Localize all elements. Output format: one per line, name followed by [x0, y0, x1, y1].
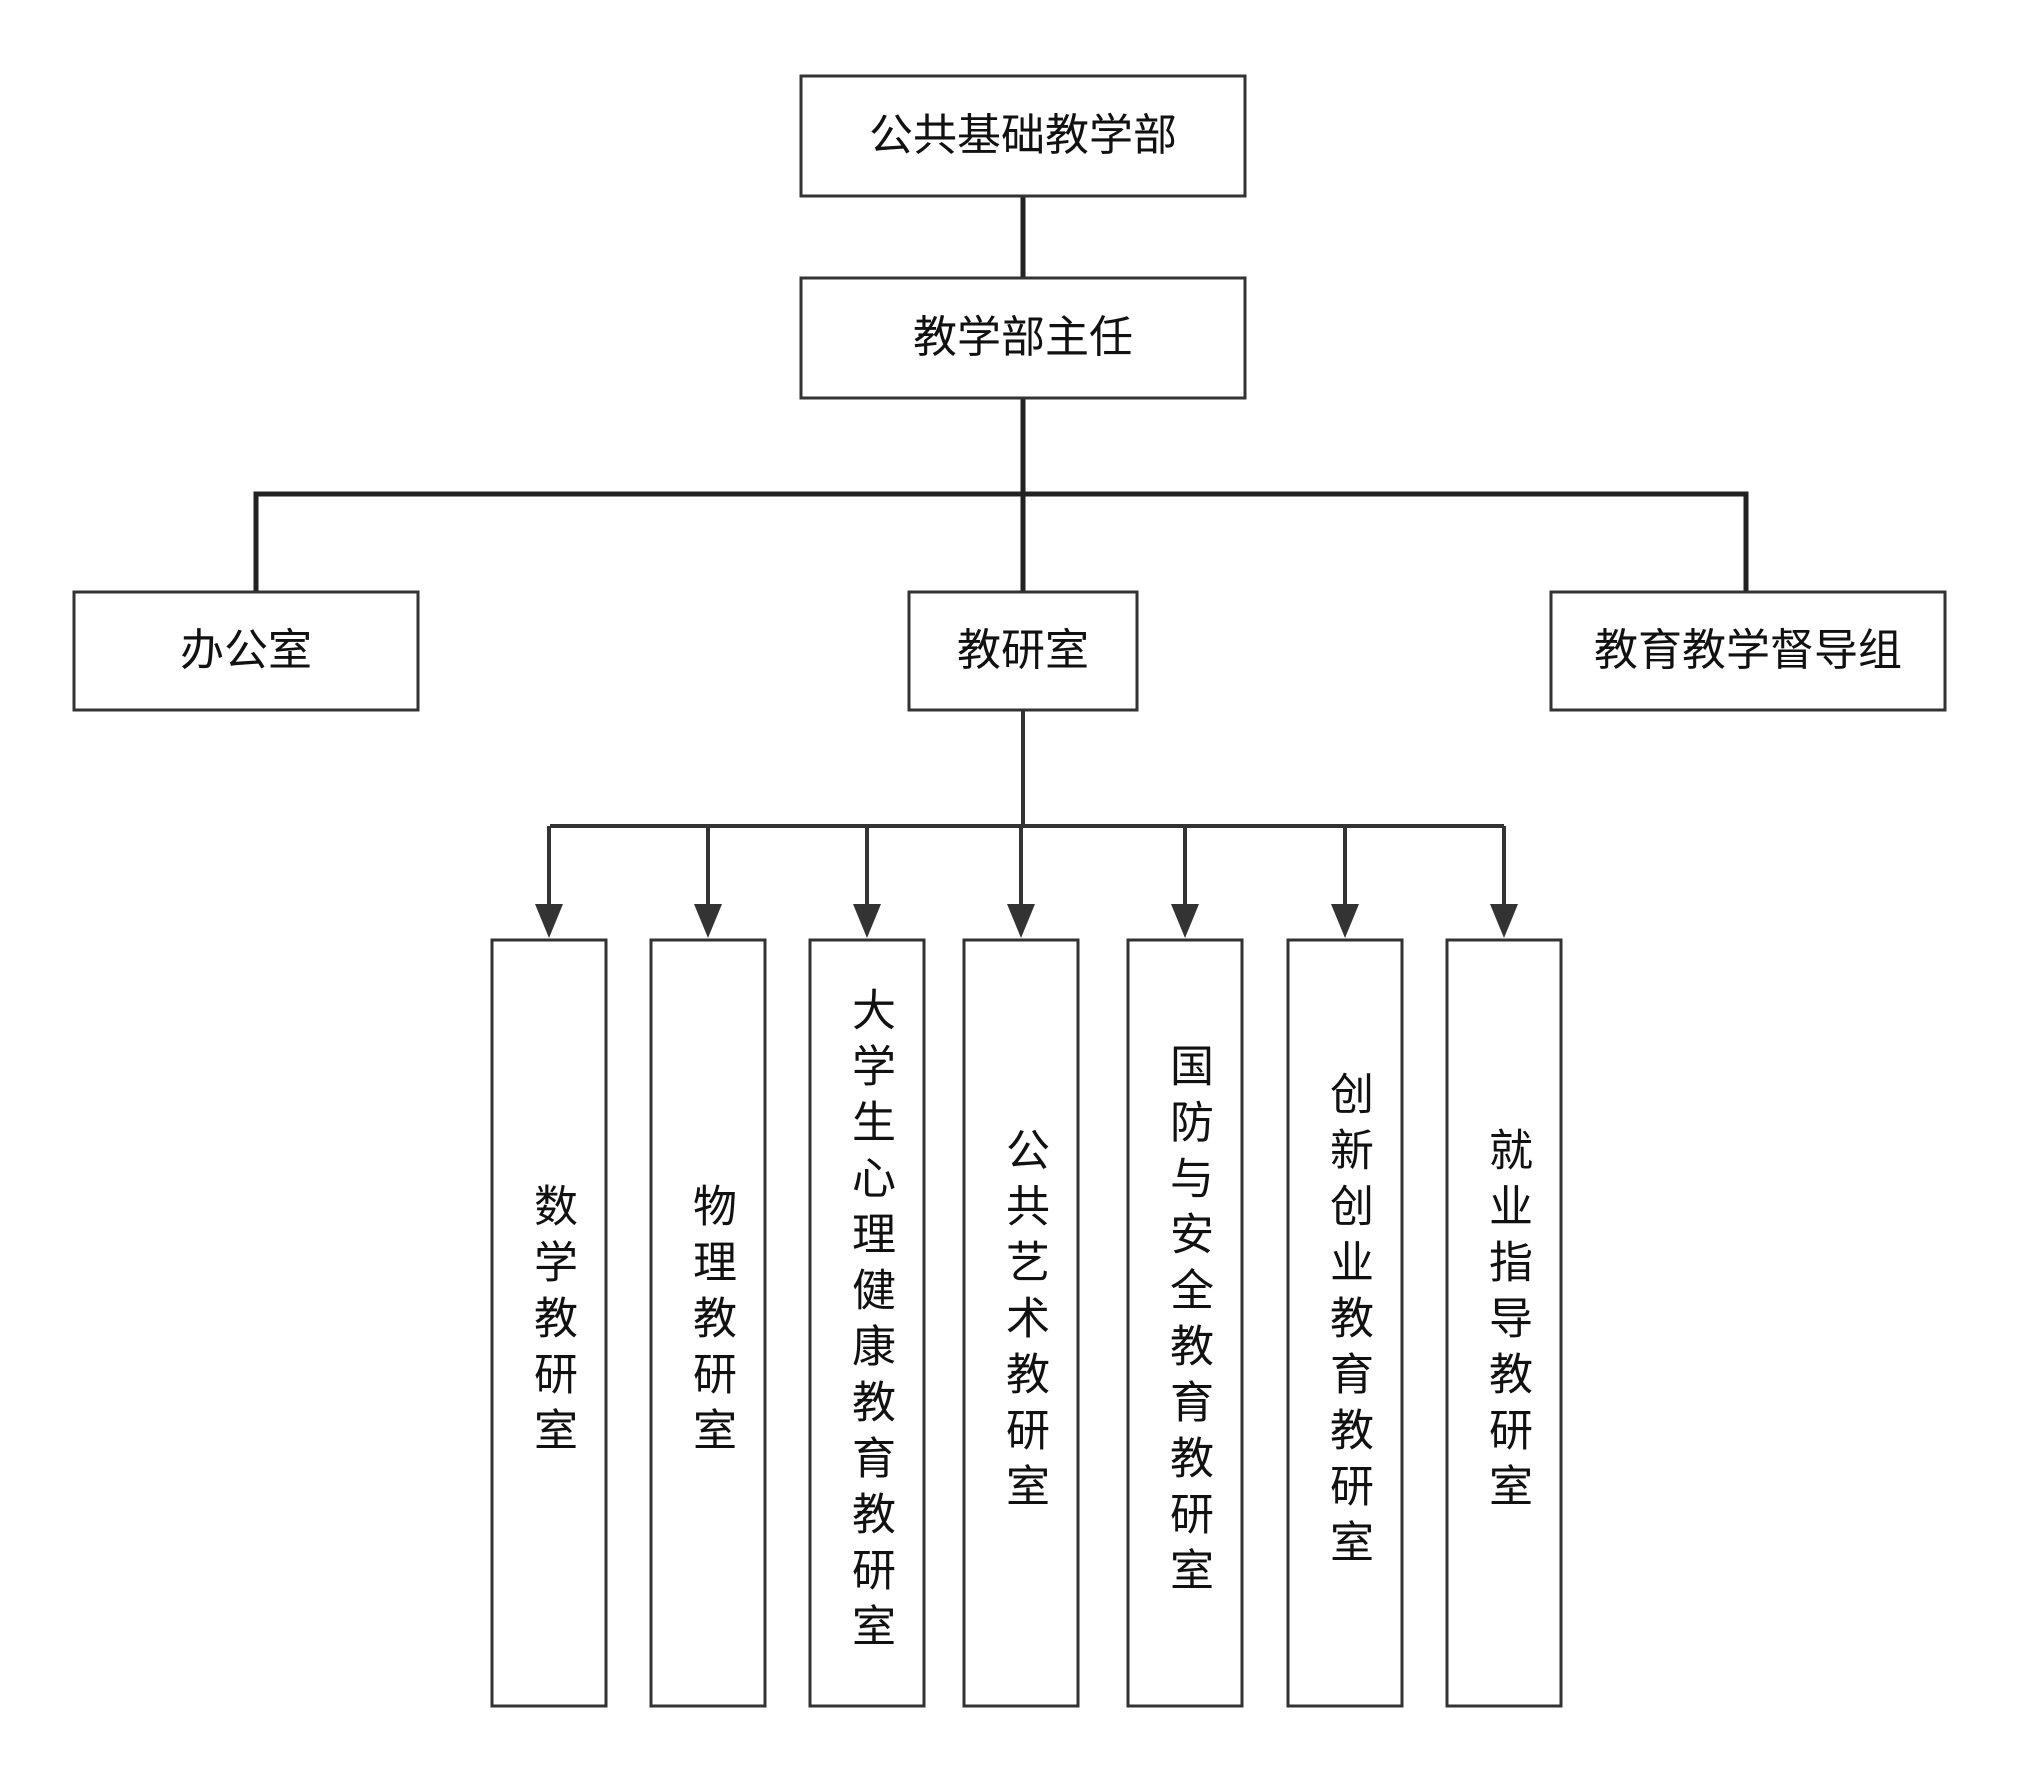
unit-art-label: 公共艺术教研室: [998, 1127, 1049, 1519]
node-office[interactable]: 办公室: [72, 590, 420, 712]
node-director-label: 教学部主任: [913, 312, 1133, 363]
arrowhead-unit-5: [1331, 904, 1359, 938]
unit-psychology[interactable]: 大学生心理健康教育教研室: [808, 938, 926, 1708]
unit-defense-label: 国防与安全教育教研室: [1162, 1043, 1213, 1603]
unit-math-label: 数学教研室: [526, 1183, 577, 1463]
node-supervision-box: [1549, 590, 1947, 712]
connector-branch-bus: [253, 491, 1749, 592]
node-root[interactable]: 公共基础教学部: [799, 74, 1247, 198]
node-supervision[interactable]: 教育教学督导组: [1549, 590, 1947, 712]
unit-career-box: [1445, 938, 1563, 1708]
unit-defense-box: [1126, 938, 1244, 1708]
arrowhead-unit-4: [1171, 904, 1199, 938]
arrowhead-unit-1: [694, 904, 722, 938]
unit-arrows: [535, 826, 1518, 938]
unit-psychology-label: 大学生心理健康教育教研室: [844, 987, 895, 1659]
unit-physics[interactable]: 物理教研室: [649, 938, 767, 1708]
arrowhead-unit-2: [853, 904, 881, 938]
arrowhead-unit-6: [1490, 904, 1518, 938]
unit-career[interactable]: 就业指导教研室: [1445, 938, 1563, 1708]
node-research-box: [907, 590, 1139, 712]
node-research[interactable]: 教研室: [907, 590, 1139, 712]
node-office-label: 办公室: [180, 625, 312, 676]
node-supervision-label: 教育教学督导组: [1594, 625, 1902, 676]
node-office-box: [72, 590, 420, 712]
unit-art-box: [962, 938, 1080, 1708]
node-research-label: 教研室: [957, 625, 1089, 676]
unit-psychology-box: [808, 938, 926, 1708]
unit-innovation[interactable]: 创新创业教育教研室: [1286, 938, 1404, 1708]
unit-innovation-box: [1286, 938, 1404, 1708]
unit-physics-box: [649, 938, 767, 1708]
unit-physics-label: 物理教研室: [685, 1183, 736, 1463]
unit-math[interactable]: 数学教研室: [490, 938, 608, 1708]
unit-innovation-label: 创新创业教育教研室: [1322, 1071, 1373, 1575]
arrowhead-unit-3: [1007, 904, 1035, 938]
node-director[interactable]: 教学部主任: [799, 276, 1247, 400]
node-root-box: [799, 74, 1247, 198]
node-director-box: [799, 276, 1247, 400]
unit-defense[interactable]: 国防与安全教育教研室: [1126, 938, 1244, 1708]
unit-art[interactable]: 公共艺术教研室: [962, 938, 1080, 1708]
node-root-label: 公共基础教学部: [869, 110, 1177, 161]
unit-math-box: [490, 938, 608, 1708]
unit-career-label: 就业指导教研室: [1481, 1127, 1532, 1519]
arrowhead-unit-0: [535, 904, 563, 938]
